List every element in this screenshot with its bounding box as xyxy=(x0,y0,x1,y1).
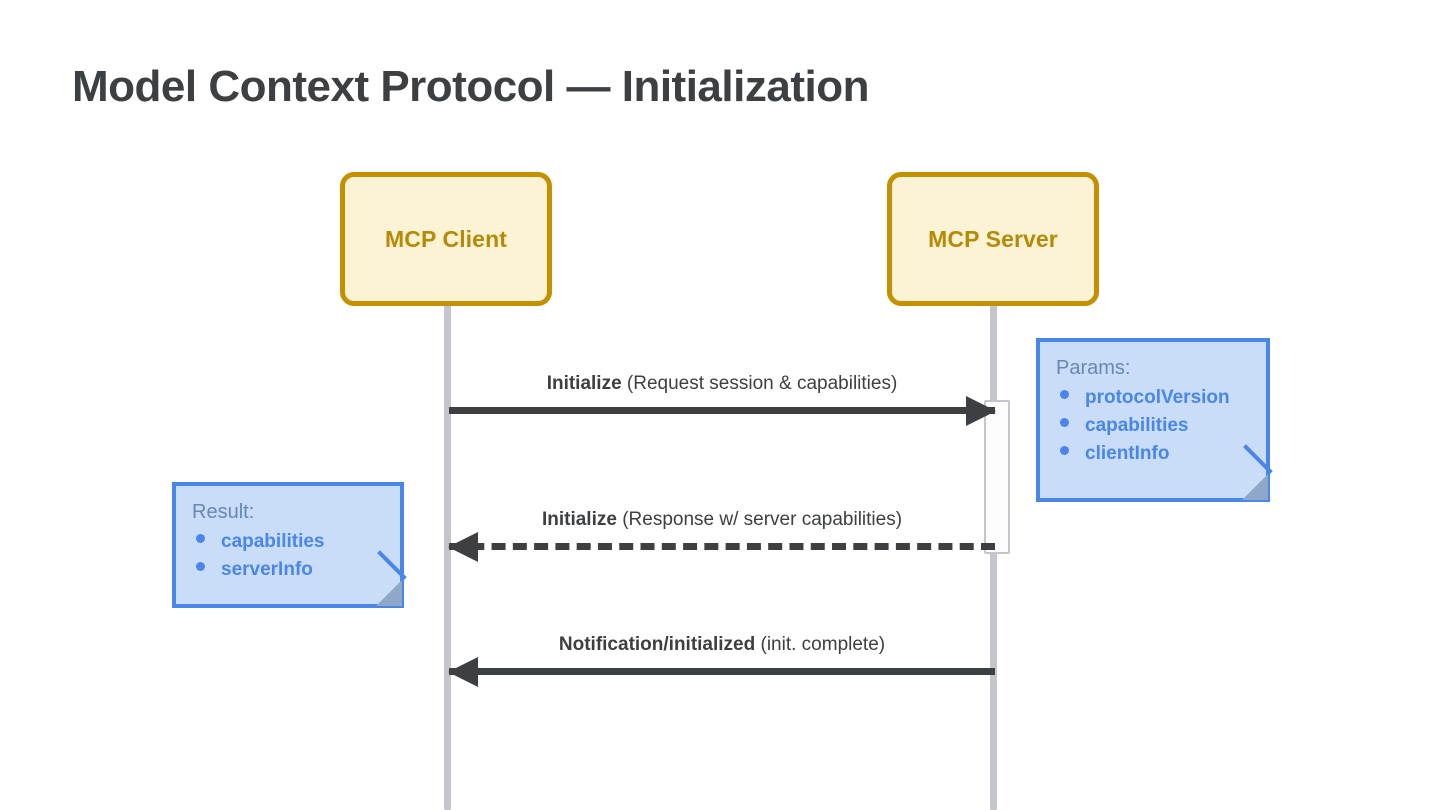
participant-label-client: MCP Client xyxy=(385,225,507,252)
participant-mcp-server[interactable]: MCP Server xyxy=(887,172,1099,306)
bullet-icon xyxy=(1060,446,1069,456)
message-label-initialize-request: Initialize (Request session & capabiliti… xyxy=(449,373,995,395)
note-params-item-label: clientInfo xyxy=(1085,443,1170,465)
note-result-title: Result: xyxy=(192,501,255,523)
message-label-initialize-response: Initialize (Response w/ server capabilit… xyxy=(449,509,995,531)
arrowhead-right-icon-1 xyxy=(966,396,996,426)
message-strong-1: Initialize xyxy=(546,373,622,394)
participant-mcp-client[interactable]: MCP Client xyxy=(340,172,552,306)
bullet-icon xyxy=(1060,390,1069,399)
arrowhead-left-icon-2 xyxy=(448,532,478,562)
note-result-item: capabilities xyxy=(196,528,384,556)
note-params-item: protocolVersion xyxy=(1060,384,1250,412)
note-params[interactable]: Params: protocolVersion capabilities cli… xyxy=(1036,338,1273,502)
note-fold-corner-icon xyxy=(376,580,402,606)
message-line-2 xyxy=(449,543,995,550)
message-strong-3: Notification/initialized xyxy=(558,634,756,655)
note-result-list: capabilities serverInfo xyxy=(192,528,384,584)
message-strong-2: Initialize xyxy=(541,509,617,530)
note-result-item: serverInfo xyxy=(196,556,384,584)
note-result[interactable]: Result: capabilities serverInfo xyxy=(172,482,407,608)
note-params-item: clientInfo xyxy=(1060,440,1250,468)
note-result-item-label: serverInfo xyxy=(221,559,313,581)
note-params-item-label: capabilities xyxy=(1085,415,1189,437)
note-result-item-label: capabilities xyxy=(221,531,325,552)
note-params-list: protocolVersion capabilities clientInfo xyxy=(1056,384,1250,468)
bullet-icon xyxy=(196,534,205,543)
note-params-title: Params: xyxy=(1056,357,1131,379)
note-fold-corner-icon xyxy=(1242,474,1268,500)
message-rest-2: (Response w/ server capabilities) xyxy=(616,509,903,530)
message-rest-3: (init. complete) xyxy=(755,634,886,655)
note-params-item: capabilities xyxy=(1060,412,1250,440)
bullet-icon xyxy=(196,562,205,572)
page-title: Model Context Protocol — Initialization xyxy=(72,62,869,111)
message-line-1 xyxy=(449,407,995,414)
message-label-notification-initialized: Notification/initialized (init. complete… xyxy=(449,634,995,656)
bullet-icon xyxy=(1060,418,1069,428)
message-rest-1: (Request session & capabilities) xyxy=(621,373,898,394)
arrowhead-left-icon-3 xyxy=(448,657,478,687)
participant-label-server: MCP Server xyxy=(928,225,1058,252)
lifeline-client xyxy=(444,296,451,810)
message-line-3 xyxy=(449,668,995,675)
note-params-item-label: protocolVersion xyxy=(1085,387,1230,408)
